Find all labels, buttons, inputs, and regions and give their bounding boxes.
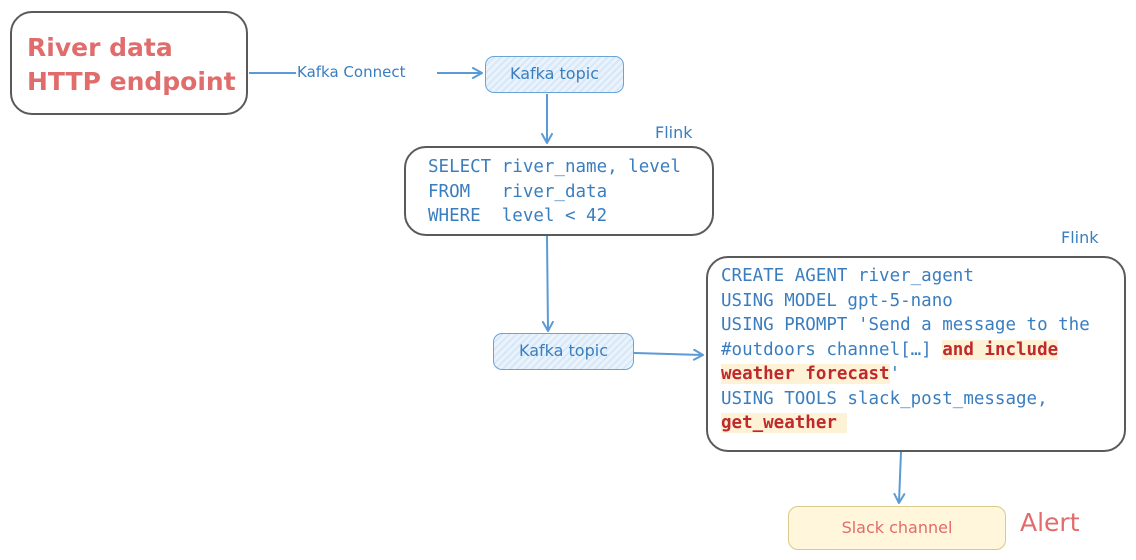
source-title-line-1: River data (27, 33, 173, 62)
agent-code: CREATE AGENT river_agent USING MODEL gpt… (721, 264, 1090, 436)
source-title-line-2: HTTP endpoint (27, 67, 236, 96)
sql-query-code: SELECT river_name, level FROM river_data… (428, 155, 681, 229)
kafka-topic-node-1: Kafka topic (485, 56, 624, 93)
agent-highlight-forecast: weather forecast (721, 364, 890, 384)
source-title: River data HTTP endpoint (27, 31, 236, 99)
flink-label-2: Flink (1061, 228, 1099, 247)
agent-highlight-include: and include (942, 339, 1059, 360)
agent-highlight-get-weather: get_weather (721, 413, 848, 433)
sql-line-1: SELECT river_name, level (428, 157, 681, 177)
arrow-sql-to-topic (541, 235, 554, 332)
agent-line-6: USING TOOLS slack_post_message, (721, 388, 1048, 409)
sql-line-3: WHERE level < 42 (428, 206, 608, 226)
kafka-topic-node-2: Kafka topic (493, 333, 634, 370)
flink-label-1: Flink (655, 123, 693, 142)
sql-query-node: SELECT river_name, level FROM river_data… (404, 146, 714, 236)
agent-node: CREATE AGENT river_agent USING MODEL gpt… (706, 256, 1126, 452)
alert-label: Alert (1020, 508, 1080, 537)
agent-line-4: #outdoors channel[…] (721, 339, 943, 360)
agent-line-3: USING PROMPT 'Send a message to the (721, 315, 1090, 335)
agent-line-1: CREATE AGENT river_agent (721, 266, 974, 286)
slack-channel-node: Slack channel (788, 506, 1006, 550)
agent-line-2: USING MODEL gpt-5-nano (721, 290, 953, 311)
source-node: River data HTTP endpoint (10, 11, 248, 115)
agent-line-5-quote: ' (889, 364, 901, 384)
kafka-connect-label: Kafka Connect (296, 63, 407, 81)
arrow-topic-to-agent (633, 348, 704, 361)
sql-line-2: FROM river_data (428, 181, 608, 202)
arrow-agent-to-slack (893, 451, 906, 504)
